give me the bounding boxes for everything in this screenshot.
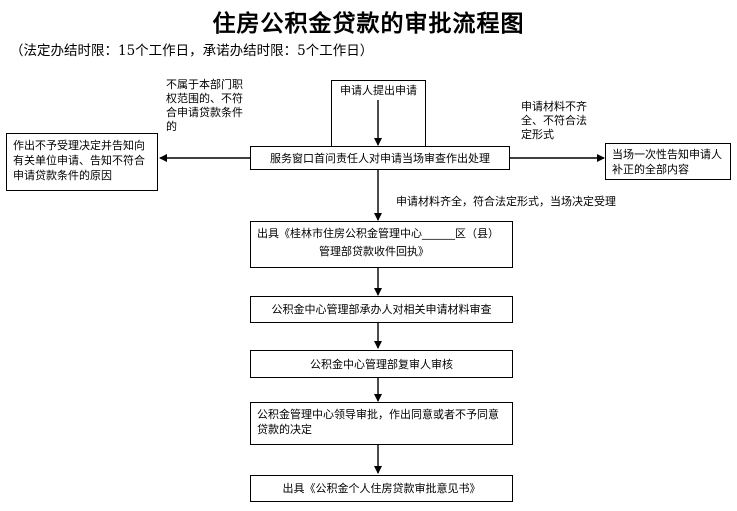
- opinion-box: 出具《公积金个人住房贷款审批意见书》: [250, 475, 513, 502]
- apply-box-sides: [331, 80, 426, 153]
- handler-review-box: 公积金中心管理部承办人对相关申请材料审查: [250, 296, 513, 323]
- receipt-line-1: 出具《桂林市住房公积金管理中心______区（县）: [257, 227, 499, 240]
- reject-condition-text: 不属于本部门职权范围的、不符合申请贷款条件的: [166, 78, 243, 133]
- leader-approval-box: 公积金管理中心领导审批，作出同意或者不予同意贷款的决定: [250, 402, 513, 445]
- review-box: 服务窗口首问责任人对申请当场审查作出处理: [250, 146, 510, 170]
- receipt-box: 出具《桂林市住房公积金管理中心______区（县） 管理部贷款收件回执》: [250, 221, 513, 268]
- reject-result-label: 作出不予受理决定并告知向有关单位申请、告知不符合申请贷款条件的原因: [13, 139, 145, 182]
- correction-result-box: 当场一次性告知申请人补正的全部内容: [605, 143, 731, 180]
- recheck-box: 公积金中心管理部复审人审核: [250, 350, 513, 378]
- incomplete-condition-text: 申请材料不齐全、不符合法定形式: [521, 100, 587, 141]
- reject-condition-note: 不属于本部门职权范围的、不符合申请贷款条件的: [166, 78, 246, 134]
- recheck-label: 公积金中心管理部复审人审核: [310, 357, 453, 371]
- reject-result-box: 作出不予受理决定并告知向有关单位申请、告知不符合申请贷款条件的原因: [6, 133, 158, 191]
- accept-condition-text: 申请材料齐全，符合法定形式，当场决定受理: [396, 195, 616, 208]
- correction-result-label: 当场一次性告知申请人补正的全部内容: [612, 148, 722, 176]
- apply-label: 申请人提出申请: [340, 84, 417, 97]
- page-subtitle: （法定办结时限：15个工作日，承诺办结时限：5个工作日）: [10, 43, 374, 59]
- apply-box: 申请人提出申请: [331, 80, 426, 100]
- incomplete-condition-note: 申请材料不齐全、不符合法定形式: [521, 100, 597, 142]
- page-title: 住房公积金贷款的审批流程图: [212, 10, 525, 37]
- handler-review-label: 公积金中心管理部承办人对相关申请材料审查: [271, 303, 492, 316]
- opinion-label: 出具《公积金个人住房贷款审批意见书》: [282, 482, 481, 495]
- leader-approval-label: 公积金管理中心领导审批，作出同意或者不予同意贷款的决定: [257, 408, 499, 436]
- review-label: 服务窗口首问责任人对申请当场审查作出处理: [270, 151, 490, 165]
- accept-condition-note: 申请材料齐全，符合法定形式，当场决定受理: [396, 195, 616, 209]
- receipt-line-2: 管理部贷款收件回执》: [319, 245, 429, 258]
